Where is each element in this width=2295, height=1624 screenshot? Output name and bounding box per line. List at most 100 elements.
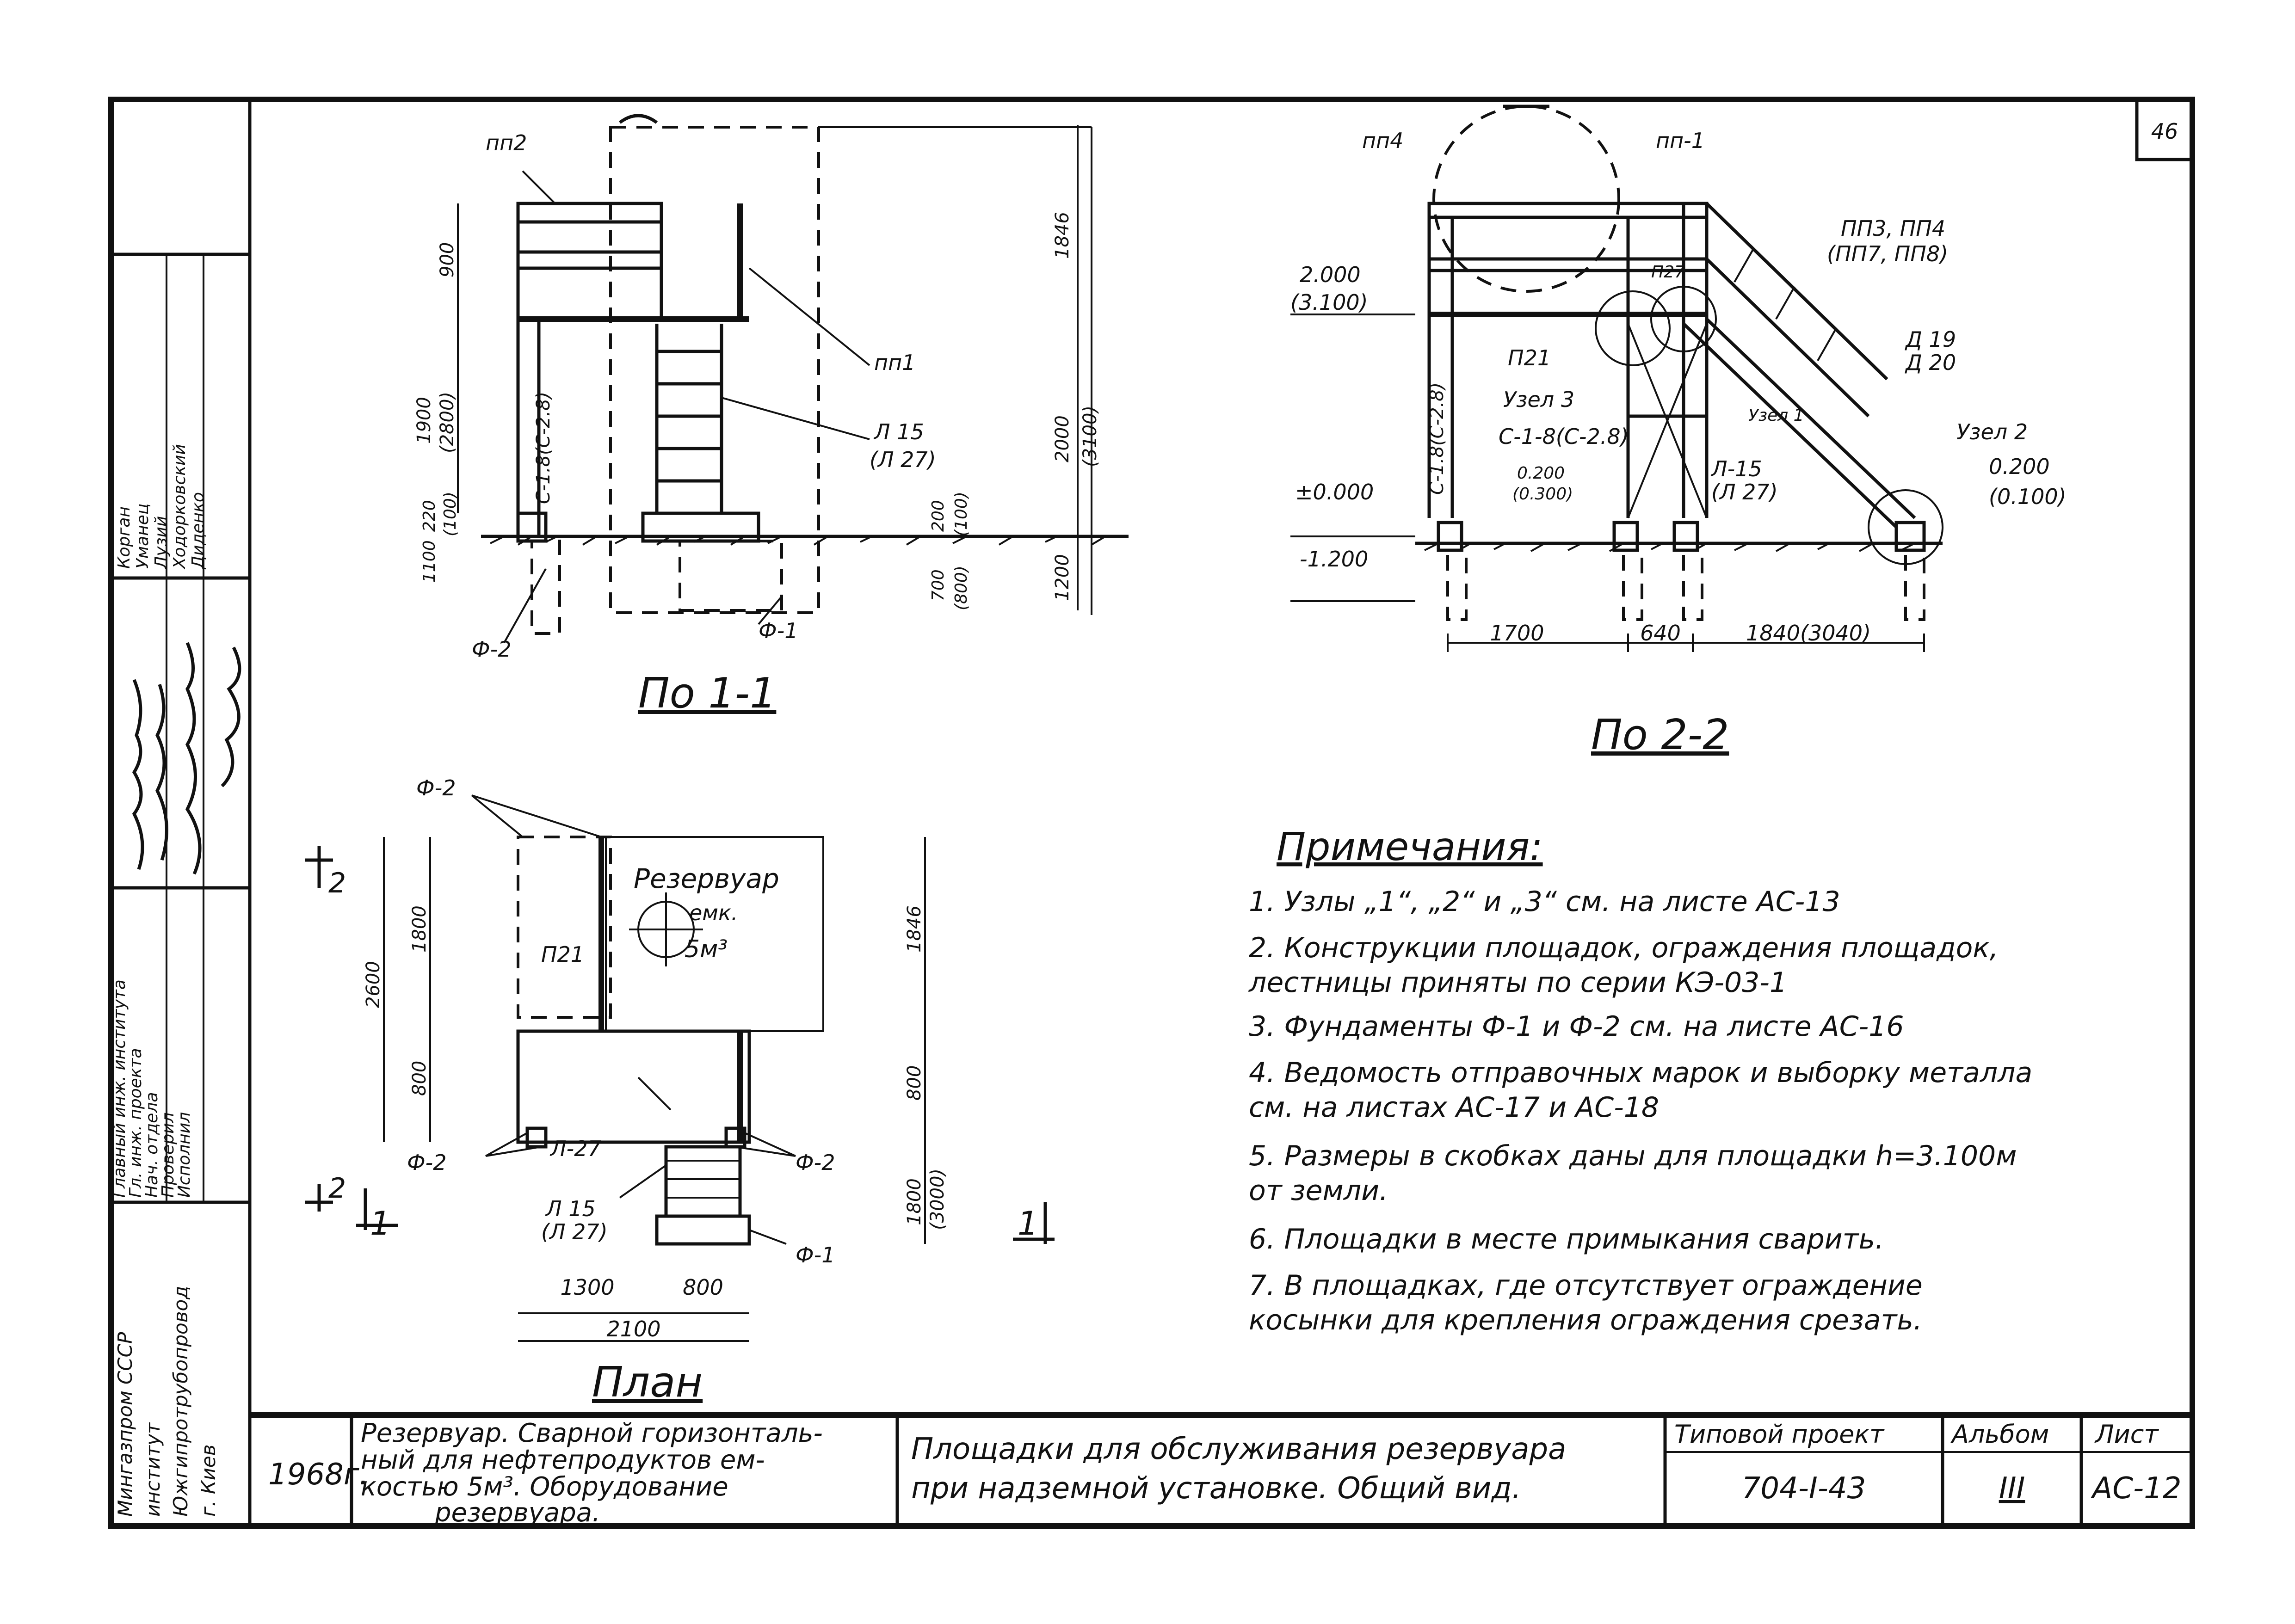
s1-col: С-1.8(С-2.8) [533,392,554,504]
plan-d3000r: (3000) [927,1169,948,1230]
note-line-3: лестницы приняты по серии КЭ-03-1 [1248,966,1787,999]
s2-pp4: пп4 [1362,128,1403,153]
plan-d2600: 2600 [363,961,384,1008]
note-line-9: 6. Площадки в месте примыкания сварить. [1249,1223,1884,1255]
view-section-1-1: пп2 пп1 Л 15 (Л 27) С-1.8(С-2.8) Ф-2 Ф-1… [413,114,1129,718]
view-section-2-2: пп4 пп-1 ПП3, ПП4 (ПП7, ПП8) П27 П21 Узе… [1290,105,2067,759]
s2-p21: П21 [1508,345,1551,370]
s2-lvl-0200: 0.200 [1517,464,1565,483]
plan-p21: П21 [541,942,584,967]
plan-d1846: 1846 [904,905,925,953]
s2-lvl-2000: 2.000 [1300,262,1361,287]
plan-d800r: 800 [904,1065,925,1101]
tb-object-1: Резервуар. Сварной горизонталь- [361,1418,823,1448]
plan-d800b: 800 [683,1275,723,1300]
s2-lvl-0300: (0.300) [1512,485,1573,504]
s2-lvl-0100r: (0.100) [1989,484,2067,509]
s1-d900: 900 [437,242,458,277]
s1-d1100: 1100 [420,540,439,583]
plan-l15-alt: (Л 27) [541,1219,608,1244]
side-name-5: Диденко [189,492,208,570]
s2-node1: Узел 1 [1748,406,1804,425]
s2-col: С-1.8(С-2.8) [1426,382,1448,495]
plan-cut-2-top: 2 [328,867,346,899]
side-org-4: г. Киев [197,1445,220,1517]
note-line-7: 5. Размеры в скобках даны для площадки h… [1249,1140,2017,1172]
side-name-1: Корган [115,506,134,569]
plan-l15: Л 15 [545,1196,596,1221]
tb-object-2: ный для нефтепродуктов ем- [361,1445,765,1475]
plan-d2100: 2100 [606,1316,660,1341]
plan-cut-1-left: 1 [370,1205,391,1243]
s1-d1900-alt: (2800) [437,392,458,453]
note-line-2: 2. Конструкции площадок, ограждения площ… [1249,932,1999,964]
s2-col2: С-1-8(С-2.8) [1499,424,1629,449]
s1-d700: 700 [929,569,948,601]
s1-d2000-alt: (3100) [1080,406,1101,467]
plan-d1800r: 1800 [904,1178,925,1225]
plan-f2-right: Ф-2 [796,1150,835,1175]
s1-l15: Л 15 [873,419,924,444]
notes-heading: Примечания: [1277,824,1543,869]
tb-project-label: Типовой проект [1674,1420,1885,1449]
plan-f2-top: Ф-2 [416,775,456,800]
plan-f2-left: Ф-2 [407,1150,446,1175]
s1-d1200: 1200 [1052,554,1073,601]
s1-d1900: 1900 [413,397,435,444]
s2-pp3-alt: (ПП7, ПП8) [1827,241,1948,266]
plan-tank-cap: емк. [689,900,738,925]
s2-d19: Д 19 [1905,327,1956,352]
side-role-1: Главный инж. института [110,979,129,1198]
s2-lvl-3100: (3.100) [1290,290,1368,315]
s2-tank [1432,105,1620,293]
tb-object-3: костью 5м³. Оборудование [361,1472,728,1502]
signature-1 [132,679,144,870]
s1-d2000: 2000 [1052,415,1073,462]
s2-d20: Д 20 [1905,350,1956,375]
plan-tank: Резервуар [634,863,779,894]
s1-f2: Ф-2 [472,637,511,662]
side-role-3: Нач. отдела [142,1092,161,1198]
s2-d640: 640 [1640,621,1681,646]
side-name-2: Уманец [133,504,152,569]
plan-cut-2-bottom: 2 [328,1172,346,1205]
s1-d700-alt: (800) [952,566,971,610]
note-line-8: от земли. [1249,1175,1388,1207]
plan-tank-vol: 5м³ [685,935,728,963]
tb-project-value: 704-I-43 [1742,1471,1866,1506]
note-line-6: см. на листах АС-17 и АС-18 [1249,1091,1659,1124]
s1-d1846: 1846 [1052,212,1073,259]
side-org-3: Южгипротрубопровод [169,1286,192,1517]
s1-pp2: пп2 [486,130,527,155]
side-org-1: Мингазпром СССР [114,1332,136,1517]
s2-l15-alt: (Л 27) [1711,480,1778,504]
sheet-number: 46 [2151,119,2178,144]
side-role-5: Исполнил [175,1112,194,1198]
s1-pp1: пп1 [874,350,915,375]
s1-title: По 1-1 [638,669,776,718]
tb-sheet-value: АС-12 [2091,1471,2182,1506]
plan-d800: 800 [409,1061,430,1096]
s1-d200: 200 [929,500,948,532]
s1-l15-alt: (Л 27) [870,447,936,472]
signature-4 [221,646,241,787]
note-line-1: 1. Узлы „1“, „2“ и „3“ см. на листе АС-1… [1249,886,1840,918]
plan-l27: Л-27 [549,1136,601,1161]
s2-lvl-0: ±0.000 [1295,480,1374,504]
s2-node3: Узел 3 [1503,387,1574,412]
s1-d100: (100) [441,492,460,536]
tb-year: 1968г. [268,1458,369,1492]
tb-object-4: резервуара. [434,1498,600,1528]
s1-f1: Ф-1 [759,618,798,643]
signature-3 [185,642,202,875]
signature-2 [155,683,168,861]
plan-f1: Ф-1 [796,1243,835,1267]
note-line-4: 3. Фундаменты Ф-1 и Ф-2 см. на листе АС-… [1249,1010,1904,1043]
tb-title-1: Площадки для обслуживания резервуара [911,1432,1566,1466]
sheet-number-box [2135,98,2194,161]
note-line-10: 7. В площадках, где отсутствует огражден… [1249,1269,1923,1302]
s2-d1840: 1840(3040) [1746,621,1871,646]
side-stamp: Мингазпром СССР институт Южгипротрубопро… [110,99,252,1526]
s1-d220: 220 [420,500,439,532]
